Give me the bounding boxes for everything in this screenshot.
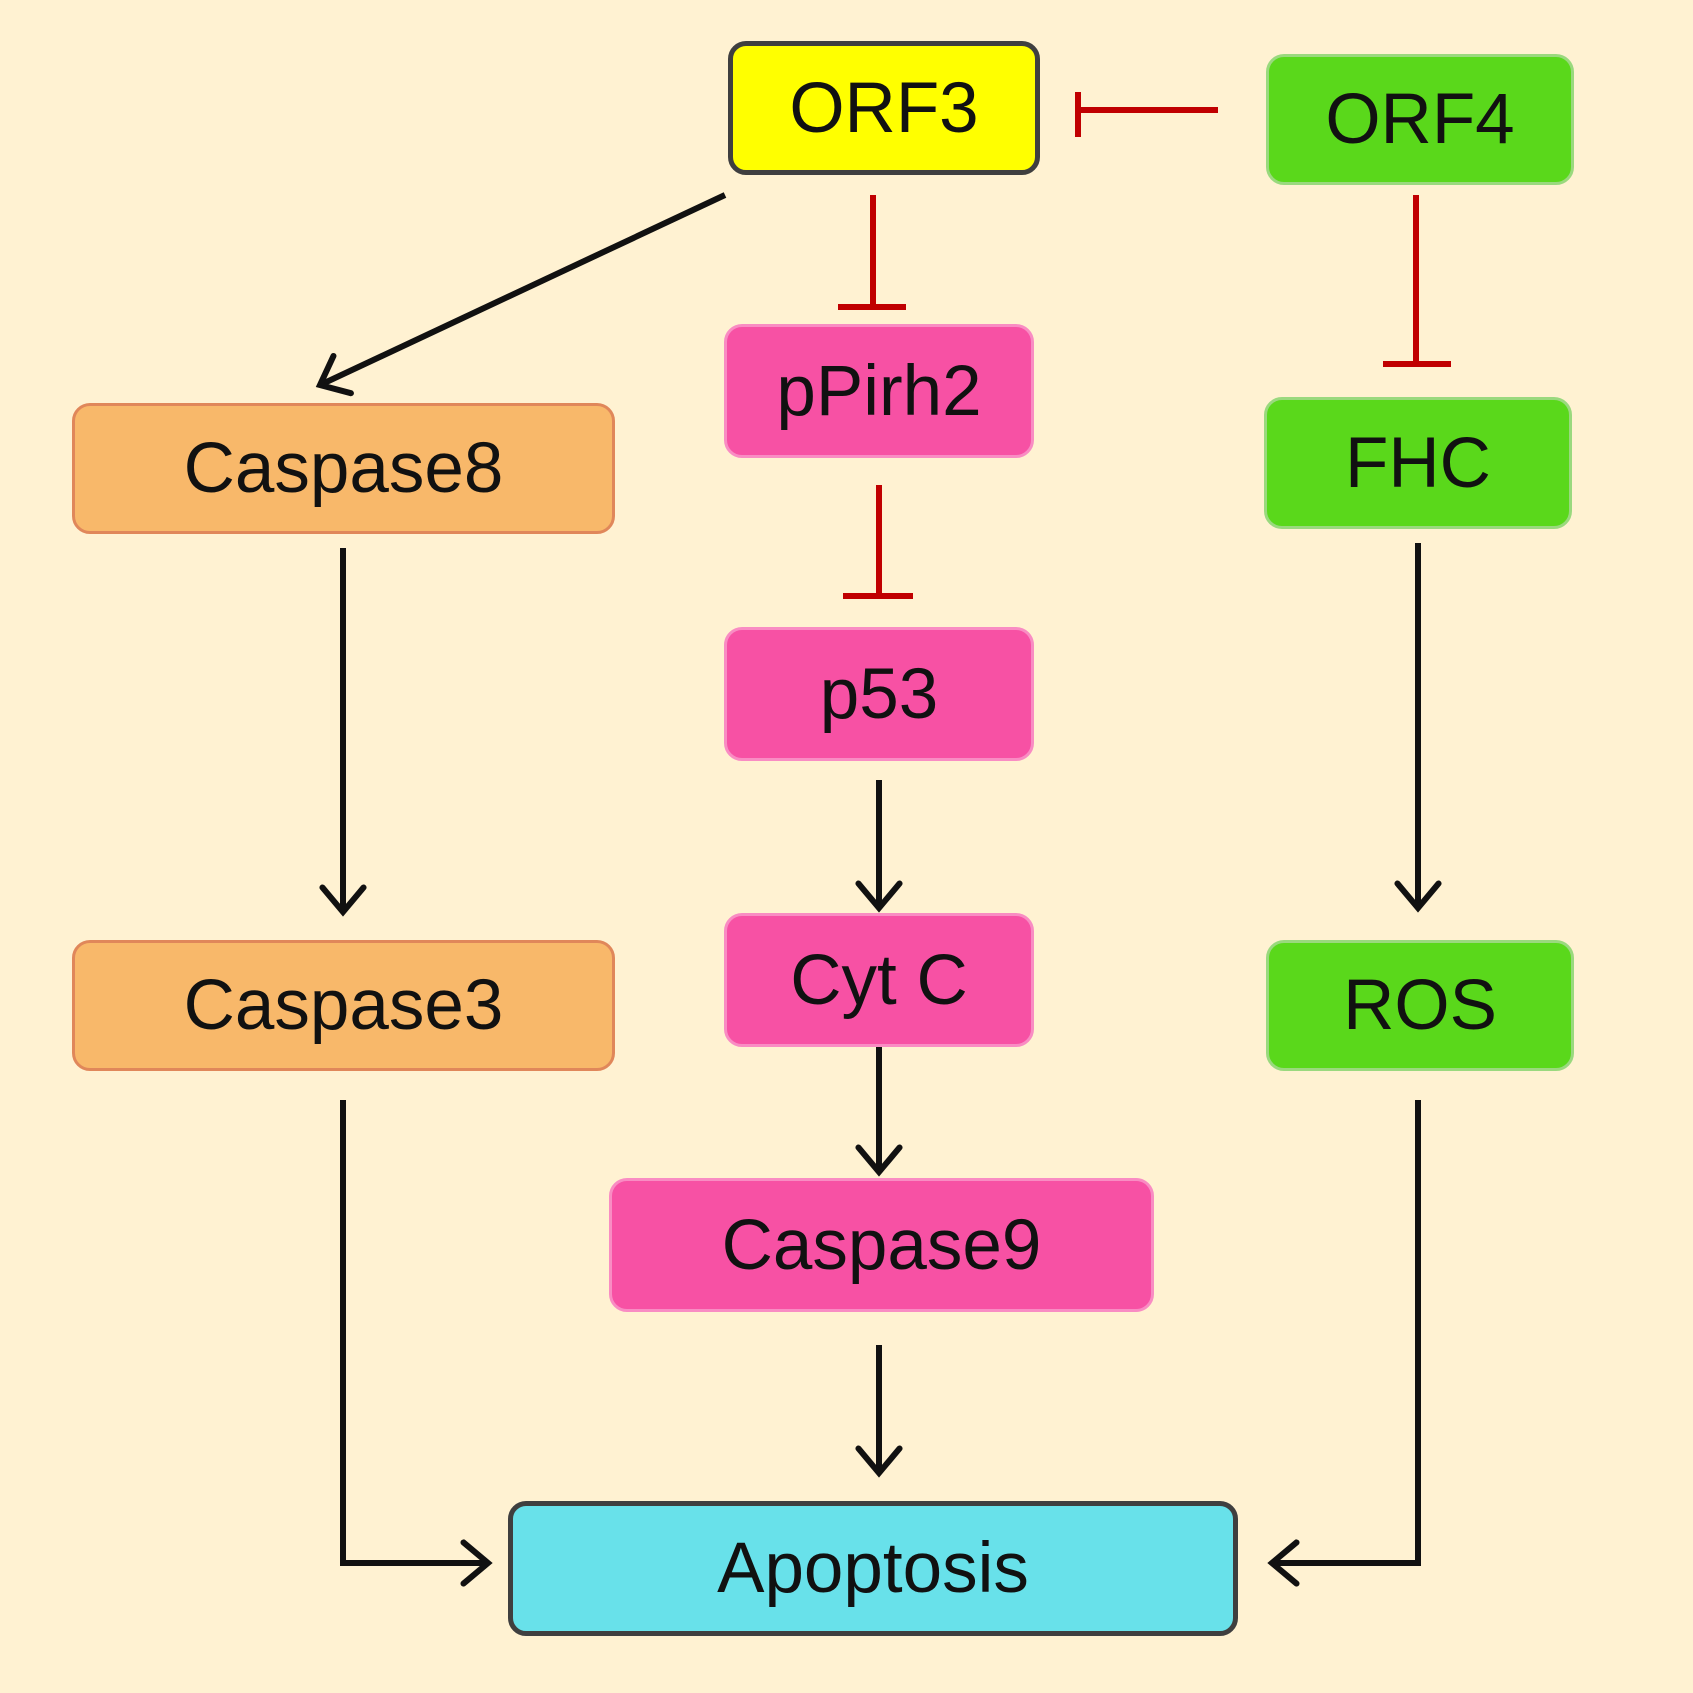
- edge-caspase9-to-apoptosis: [855, 1345, 903, 1478]
- edge-orf4-to-orf3: [1075, 92, 1218, 137]
- node-caspase8: Caspase8: [72, 403, 615, 534]
- arrowhead: [315, 352, 354, 397]
- node-ppirh2: pPirh2: [724, 324, 1034, 458]
- edge-caspase8-to-caspase3: [319, 548, 367, 917]
- arrowhead: [1267, 1539, 1300, 1587]
- edge-ppirh2-to-p53: [843, 485, 913, 599]
- edge-ros-to-apoptosis: [1267, 1100, 1421, 1587]
- edge-orf3-to-caspase8: [315, 192, 727, 397]
- arrowhead: [319, 884, 367, 917]
- arrowhead: [460, 1539, 493, 1587]
- edge-p53-to-cytc: [855, 780, 903, 913]
- node-orf4: ORF4: [1266, 54, 1574, 185]
- edge-line: [318, 192, 727, 388]
- node-caspase3: Caspase3: [72, 940, 615, 1071]
- node-ros: ROS: [1266, 940, 1574, 1071]
- edge-caspase3-to-apoptosis: [340, 1100, 493, 1587]
- edge-line: [1272, 1100, 1421, 1566]
- arrowhead: [1394, 880, 1442, 913]
- node-caspase9: Caspase9: [609, 1178, 1154, 1312]
- node-p53: p53: [724, 627, 1034, 761]
- edge-orf4-to-fhc: [1383, 195, 1451, 367]
- edge-cytc-to-caspase9: [855, 1047, 903, 1177]
- arrowhead: [855, 880, 903, 913]
- arrowhead: [855, 1144, 903, 1177]
- arrowhead: [855, 1445, 903, 1478]
- node-fhc: FHC: [1264, 397, 1572, 529]
- edge-orf3-to-ppirh2: [838, 195, 906, 310]
- node-orf3: ORF3: [728, 41, 1040, 175]
- edge-line: [340, 1100, 488, 1566]
- node-cytc: Cyt C: [724, 913, 1034, 1047]
- node-apoptosis: Apoptosis: [508, 1501, 1238, 1636]
- edge-fhc-to-ros: [1394, 543, 1442, 913]
